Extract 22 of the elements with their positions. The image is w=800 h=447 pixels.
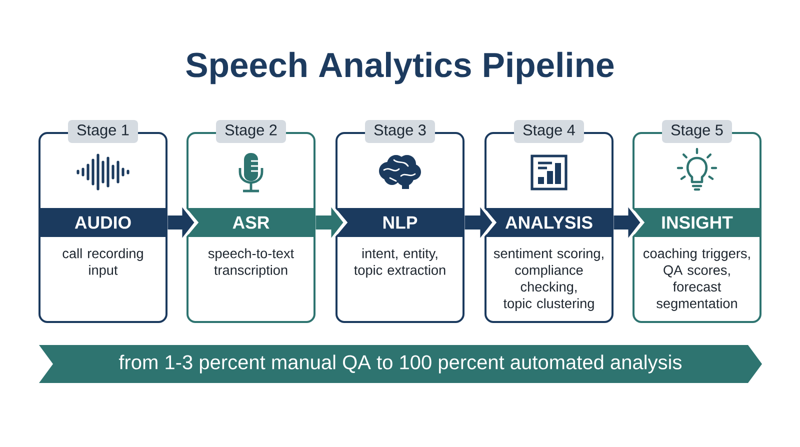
stage-tab: Stage 2: [216, 120, 286, 143]
stage-band: AUDIO: [38, 208, 168, 237]
stage-tab: Stage 4: [514, 120, 584, 143]
description-text: call recording input: [62, 248, 143, 278]
description-text: speech-to-text transcription: [208, 248, 294, 278]
description-text: coaching triggers, QA scores, forecast segmentation: [644, 248, 750, 311]
stage-band: ASR: [186, 208, 316, 237]
stage-tab: Stage 5: [662, 120, 732, 143]
node-label: ANALYSIS: [505, 216, 592, 229]
chevron-banner: from 1-3 percent manual QA to 100 percent automated analysis: [39, 345, 762, 383]
stage-tab: Stage 3: [365, 120, 435, 143]
stage-band: ANALYSIS: [484, 208, 614, 237]
stage-band: INSIGHT: [632, 208, 762, 237]
stage-tab: Stage 1: [68, 120, 138, 143]
stage-band: NLP: [335, 208, 464, 237]
description-text: intent, entity, topic extraction: [354, 248, 446, 278]
description-text: sentiment scoring, compliance checking, topic clustering: [494, 248, 604, 311]
node-label: NLP: [383, 216, 418, 229]
node-label: ASR: [232, 216, 270, 229]
title: Speech Analytics Pipeline: [186, 52, 614, 84]
node-label: INSIGHT: [662, 216, 733, 229]
node-label: AUDIO: [74, 216, 131, 229]
